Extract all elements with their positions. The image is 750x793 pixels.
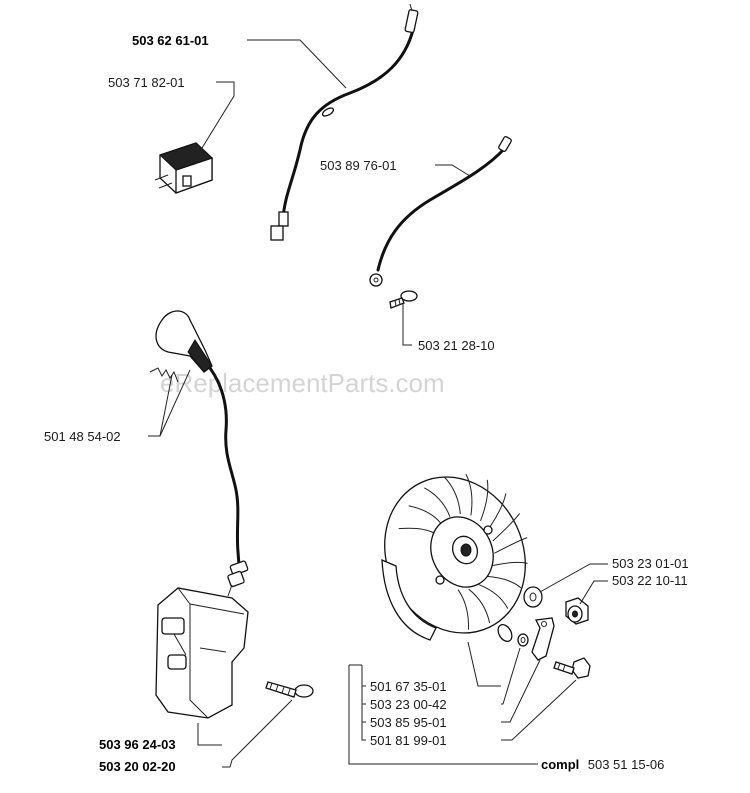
ignition-lead	[208, 366, 241, 567]
label-cable-main: 503 62 61-01	[132, 33, 209, 48]
bracket-inner	[361, 686, 366, 741]
leader-spring-bolt	[501, 679, 577, 741]
starter-key	[497, 623, 513, 643]
flywheel-fin	[494, 537, 528, 554]
ground-cable	[369, 136, 512, 287]
label-spark-cap: 501 48 54-02	[44, 429, 121, 444]
flywheel-fin	[443, 476, 461, 515]
flywheel-fin	[408, 505, 442, 524]
leader-coil	[197, 723, 222, 746]
flywheel-fin	[468, 588, 491, 624]
label-coil: 503 96 24-03	[99, 737, 176, 752]
flywheel-nut	[565, 597, 589, 625]
flywheel-fin	[465, 473, 473, 516]
bracket-ticks	[362, 703, 366, 723]
flywheel	[381, 473, 528, 641]
leader-key	[467, 641, 501, 687]
label-switch: 503 71 82-01	[108, 75, 185, 90]
label-compl-number: 503 51 15-06	[588, 757, 665, 772]
ground-screw	[389, 290, 418, 309]
label-key: 501 67 35-01	[370, 679, 447, 694]
flywheel-fin	[480, 479, 489, 522]
spark-plug-cap	[149, 310, 213, 383]
watermark-text: eReplacementParts.com	[160, 368, 445, 398]
bracket-top	[361, 665, 366, 687]
stop-switch	[154, 142, 213, 194]
flywheel-fin	[487, 493, 507, 530]
leader-coil-screw	[222, 699, 293, 768]
flywheel-fin	[424, 487, 451, 517]
leader-switch	[201, 81, 235, 149]
label-coil-screw: 503 20 02-20	[99, 759, 176, 774]
label-washer: 503 23 01-01	[612, 556, 689, 571]
flywheel-fin	[486, 575, 522, 589]
leader-ground-screw	[402, 304, 412, 346]
ignition-cable-main	[270, 3, 419, 241]
ignition-coil	[155, 560, 249, 719]
leader-ground-cable	[435, 164, 471, 177]
leader-spark-cap-b	[159, 369, 191, 437]
leader-small-washer	[501, 647, 521, 705]
small-washer	[517, 633, 529, 647]
coil-screw	[265, 681, 314, 698]
flywheel-fin	[457, 589, 469, 630]
label-compl: compl 503 51 15-06	[541, 756, 664, 773]
leader-nut	[579, 580, 608, 605]
leader-washer	[539, 563, 608, 593]
label-ground-screw: 503 21 28-10	[418, 338, 495, 353]
flywheel-fin	[492, 513, 521, 542]
label-nut: 503 22 10-11	[612, 573, 688, 588]
label-spring-bolt: 501 81 99-01	[370, 733, 447, 748]
flywheel-fin	[492, 561, 528, 567]
leader-pawl	[501, 659, 541, 723]
label-pawl: 503 85 95-01	[370, 715, 447, 730]
leader-cable-main	[247, 39, 347, 89]
pawl-bolt-spring	[553, 657, 591, 679]
flywheel-fin	[398, 527, 435, 534]
flywheel-fin	[478, 584, 509, 609]
bracket-compl	[348, 665, 538, 765]
starter-pawl	[531, 617, 555, 661]
label-compl-prefix: compl	[541, 757, 579, 772]
label-small-washer: 503 23 00-42	[370, 697, 447, 712]
flywheel-washer	[523, 586, 543, 608]
label-ground-cable: 503 89 76-01	[320, 158, 397, 173]
